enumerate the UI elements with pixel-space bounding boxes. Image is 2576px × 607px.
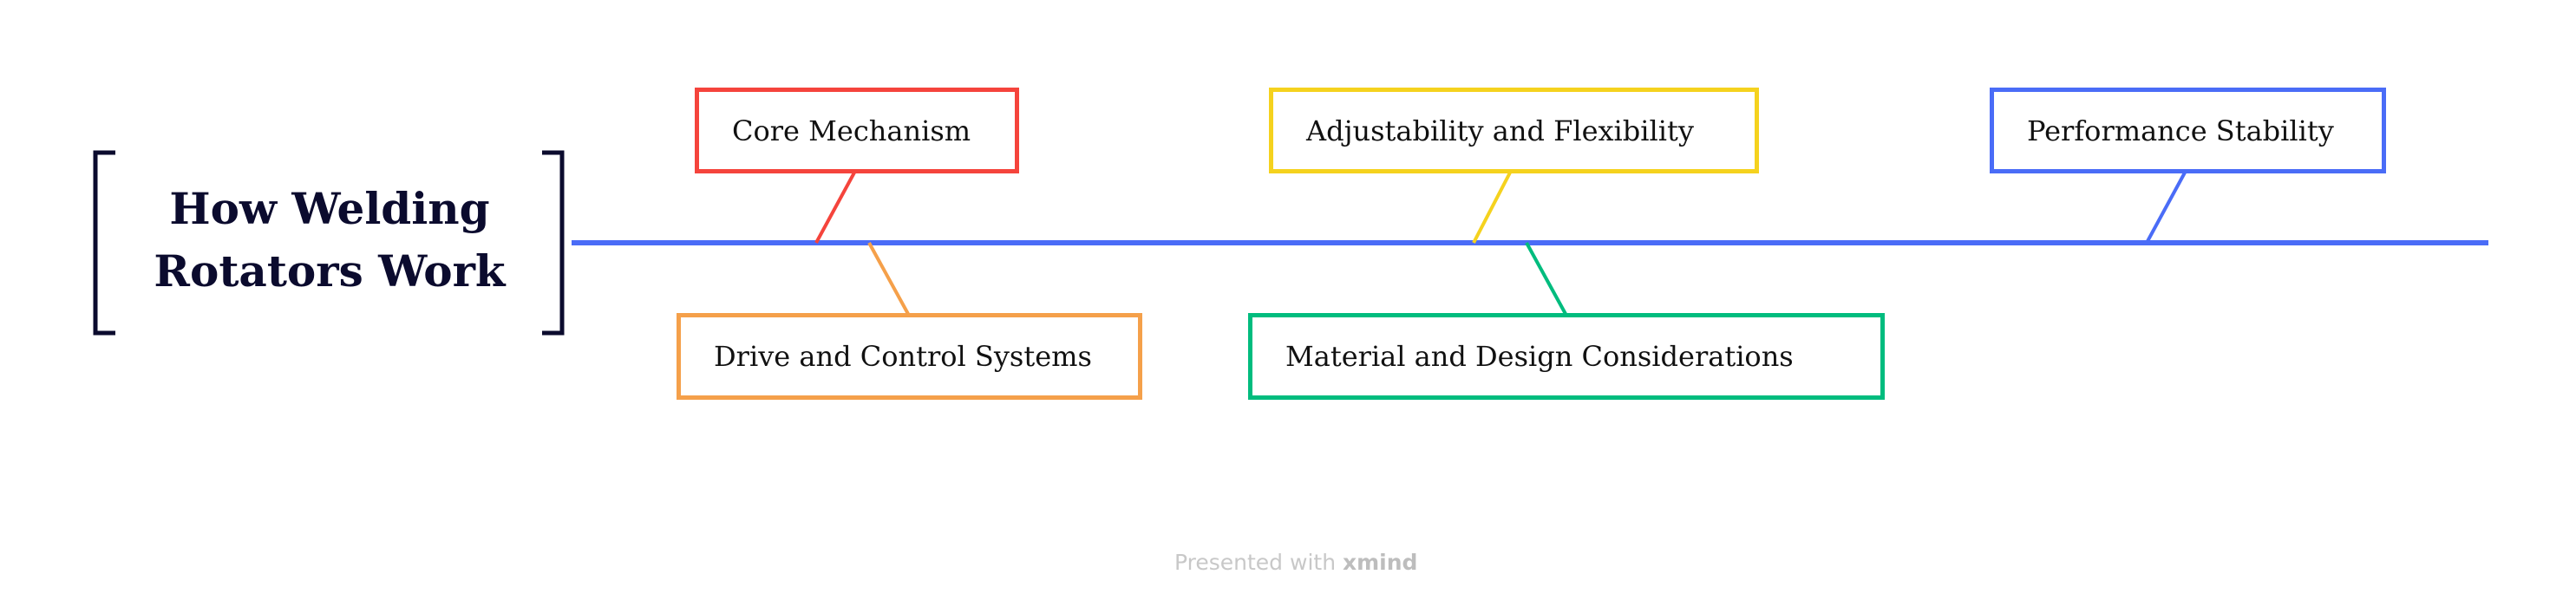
central-topic-line1: How Welding: [169, 183, 490, 234]
connector-drive-control: [867, 242, 910, 315]
central-topic[interactable]: How Welding Rotators Work: [113, 178, 546, 303]
central-topic-line2: Rotators Work: [154, 245, 506, 297]
topic-adjustability-flexibility[interactable]: Adjustability and Flexibility: [1269, 88, 1759, 173]
topic-label: Drive and Control Systems: [714, 340, 1092, 373]
connector-adjustability: [1472, 172, 1512, 244]
connector-performance: [2145, 172, 2187, 244]
topic-label: Core Mechanism: [732, 114, 971, 147]
footer-attribution: Presented with xmind: [1174, 550, 1417, 575]
topic-label: Adjustability and Flexibility: [1306, 114, 1694, 147]
connector-material-design: [1525, 242, 1567, 315]
topic-performance-stability[interactable]: Performance Stability: [1990, 88, 2386, 173]
xmind-logo: xmind: [1343, 550, 1418, 575]
central-bracket-right: [542, 150, 565, 336]
topic-label: Performance Stability: [2027, 114, 2334, 147]
topic-drive-control-systems[interactable]: Drive and Control Systems: [677, 313, 1142, 400]
topic-label: Material and Design Considerations: [1285, 340, 1794, 373]
central-bracket-left: [93, 150, 115, 336]
topic-core-mechanism[interactable]: Core Mechanism: [695, 88, 1019, 173]
topic-material-design[interactable]: Material and Design Considerations: [1248, 313, 1885, 400]
footer-prefix: Presented with: [1174, 550, 1337, 575]
connector-core-mechanism: [814, 172, 856, 244]
